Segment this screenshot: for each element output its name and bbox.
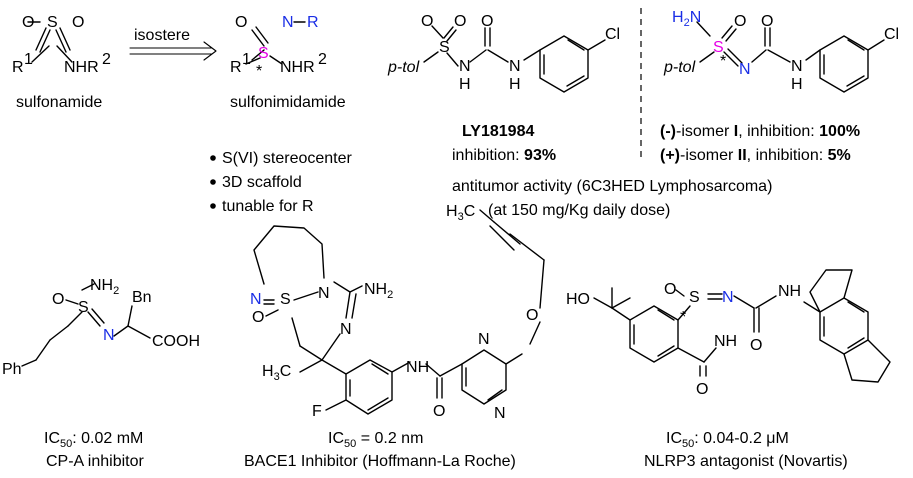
sulfonamide-caption: sulfonamide (16, 94, 102, 111)
isostere-arrow (129, 41, 217, 61)
atom-label: O (664, 281, 676, 298)
nlrp3-ic50: IC50: 0.04-0.2 μM (666, 430, 789, 450)
atom-label: COOH (152, 333, 200, 350)
isomer-ii-result: (+)-isomer II, inhibition: 5% (660, 147, 851, 164)
antitumor-line-1: antitumor activity (6C3HED Lymphosarcoma… (452, 178, 772, 195)
isostere-label: isostere (134, 27, 190, 44)
atom-label: S (78, 299, 89, 316)
atom-superscript: 2 (102, 51, 111, 68)
atom-label-blue: N (282, 14, 294, 31)
atom-label: S (689, 289, 700, 306)
atom-label: O (750, 337, 762, 354)
nlrp3-structure: HO O S * N NH O O NH (566, 269, 891, 398)
atom-label-blue: N (250, 291, 262, 308)
atom-label: p-tol (663, 59, 696, 76)
atom-label: NH2 (364, 281, 393, 301)
atom-label: N (318, 285, 330, 302)
isomer-i-result: (-)-isomer I, inhibition: 100% (660, 123, 860, 140)
atom-label: S (439, 39, 450, 56)
atom-label-blue: N (739, 61, 751, 78)
atom-label: O (72, 14, 84, 31)
atom-label: F (312, 403, 322, 420)
atom-label: O (481, 13, 493, 30)
ly181984-name: LY181984 (462, 123, 534, 140)
atom-label-blue: H2N (672, 9, 701, 29)
ly181984-inhibition: inhibition: 93% (452, 147, 556, 164)
atom-label: p-tol (387, 59, 420, 76)
atom-label: O (696, 381, 708, 398)
atom-label: O (433, 403, 445, 420)
atom-label: O (526, 307, 538, 324)
atom-label: N (791, 58, 803, 75)
atom-label: H3C (446, 203, 475, 223)
stereo-marker: * (680, 309, 686, 326)
antitumor-line-2: (at 150 mg/Kg daily dose) (488, 202, 670, 219)
sulfonamide-structure: O S O R 1 NHR 2 (12, 14, 111, 76)
atom-label: NHR (64, 59, 99, 76)
atom-label-magenta: S (713, 39, 724, 56)
bullet-dot (210, 179, 216, 185)
atom-label: Ph (2, 361, 22, 378)
atom-label: O (761, 13, 773, 30)
sulfonimidamide-structure: N R O S R 1 * NHR 2 (230, 14, 327, 80)
feature-item: S(VI) stereocenter (222, 150, 353, 167)
atom-label: O (734, 13, 746, 30)
atom-label: R (12, 59, 24, 76)
isomer-structure: H2N O S * p-tol N O N H Cl (663, 9, 899, 93)
bace1-caption: BACE1 Inhibitor (Hoffmann-La Roche) (244, 453, 516, 470)
atom-label: H (459, 76, 471, 93)
atom-label: N (478, 331, 490, 348)
atom-label: O (235, 14, 247, 31)
bace1-ic50: IC50 = 0.2 nm (328, 430, 423, 450)
atom-label: Bn (132, 289, 152, 306)
stereo-marker: * (720, 53, 726, 70)
atom-label: O (421, 13, 433, 30)
stereo-marker: * (256, 63, 262, 80)
atom-label: NH (714, 333, 737, 350)
atom-label: S (280, 291, 291, 308)
atom-label: H (509, 76, 521, 93)
bace1-structure: N S N NH2 O N H3C F NH O N N O H3C (250, 203, 545, 422)
atom-superscript: 2 (318, 51, 327, 68)
atom-label-magenta: S (258, 45, 269, 62)
atom-superscript: 1 (242, 51, 251, 68)
feature-item: tunable for R (222, 198, 314, 215)
nlrp3-caption: NLRP3 antagonist (Novartis) (644, 453, 848, 470)
atom-label: HO (566, 291, 590, 308)
atom-label: R (230, 59, 242, 76)
atom-label: N (509, 58, 521, 75)
cpa-structure: O S NH2 Bn N COOH Ph (2, 277, 200, 378)
atom-label-blue: R (307, 14, 319, 31)
atom-label: O (252, 309, 264, 326)
atom-label: H (791, 76, 803, 93)
sulfonimidamide-caption: sulfonimidamide (230, 94, 346, 111)
atom-label: NH (406, 359, 429, 376)
atom-label: O (454, 13, 466, 30)
cpa-ic50: IC50: 0.02 mM (44, 430, 143, 450)
feature-item: 3D scaffold (222, 174, 302, 191)
atom-label: H3C (262, 363, 291, 383)
atom-label-blue: N (722, 289, 734, 306)
atom-label: N (340, 321, 352, 338)
atom-label: NHR (280, 59, 315, 76)
atom-label: S (47, 14, 58, 31)
bullet-dot (210, 203, 216, 209)
atom-label: NH2 (90, 277, 119, 297)
atom-label: N (459, 58, 471, 75)
atom-label: N (494, 405, 506, 422)
atom-label: Cl (884, 26, 899, 43)
feature-list: S(VI) stereocenter 3D scaffold tunable f… (210, 150, 353, 215)
cpa-caption: CP-A inhibitor (46, 453, 144, 470)
atom-superscript: 1 (24, 51, 33, 68)
atom-label: Cl (605, 26, 620, 43)
bullet-dot (210, 155, 216, 161)
ly181984-structure: O S O p-tol N H O N H Cl (387, 13, 620, 93)
atom-label: NH (778, 283, 801, 300)
atom-label-blue: N (103, 327, 115, 344)
atom-label: O (22, 14, 34, 31)
atom-label: O (52, 291, 64, 308)
